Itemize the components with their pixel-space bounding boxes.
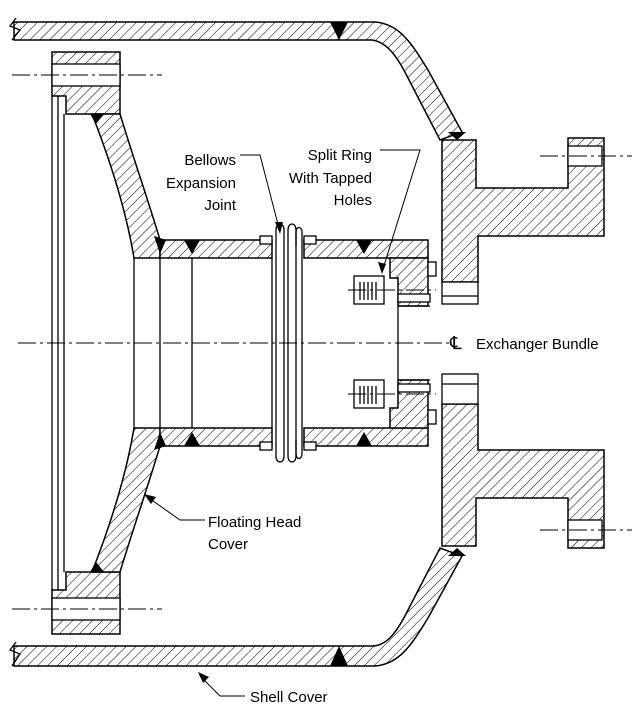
shell-flange-upper (441, 137, 605, 305)
floating-head-flange-lower (51, 571, 121, 635)
callout-bellows: Bellows Expansion Joint (166, 152, 237, 214)
centerline-symbol: ℄ (449, 333, 462, 353)
shell-flange-lower (441, 373, 605, 549)
callout-exchanger-bundle: ℄ Exchanger Bundle (449, 333, 599, 353)
bellows-label-line2: Expansion (166, 175, 236, 192)
shell-cover-lower (8, 547, 464, 667)
floating-head-label-line1: Floating Head (208, 514, 301, 531)
split-ring-label-line3: Holes (334, 192, 372, 209)
leader-lines (144, 149, 421, 697)
callout-floating-head: Floating Head Cover (208, 514, 301, 553)
callout-shell-cover: Shell Cover (250, 689, 328, 706)
bellows-label-line3: Joint (204, 197, 237, 214)
shell-cover-upper (8, 17, 464, 141)
callout-split-ring: Split Ring With Tapped Holes (289, 147, 372, 209)
split-ring-label-line2: With Tapped (289, 170, 372, 187)
floating-head-label-line2: Cover (208, 536, 248, 553)
bellows-label-line1: Bellows (184, 152, 236, 169)
center-lines (12, 74, 632, 610)
exchanger-bundle-label: Exchanger Bundle (476, 336, 599, 353)
split-ring-label-line1: Split Ring (308, 147, 372, 164)
shell-cover-label: Shell Cover (250, 689, 328, 706)
weld-marks (90, 22, 466, 666)
floating-head-flange-upper (51, 51, 121, 115)
